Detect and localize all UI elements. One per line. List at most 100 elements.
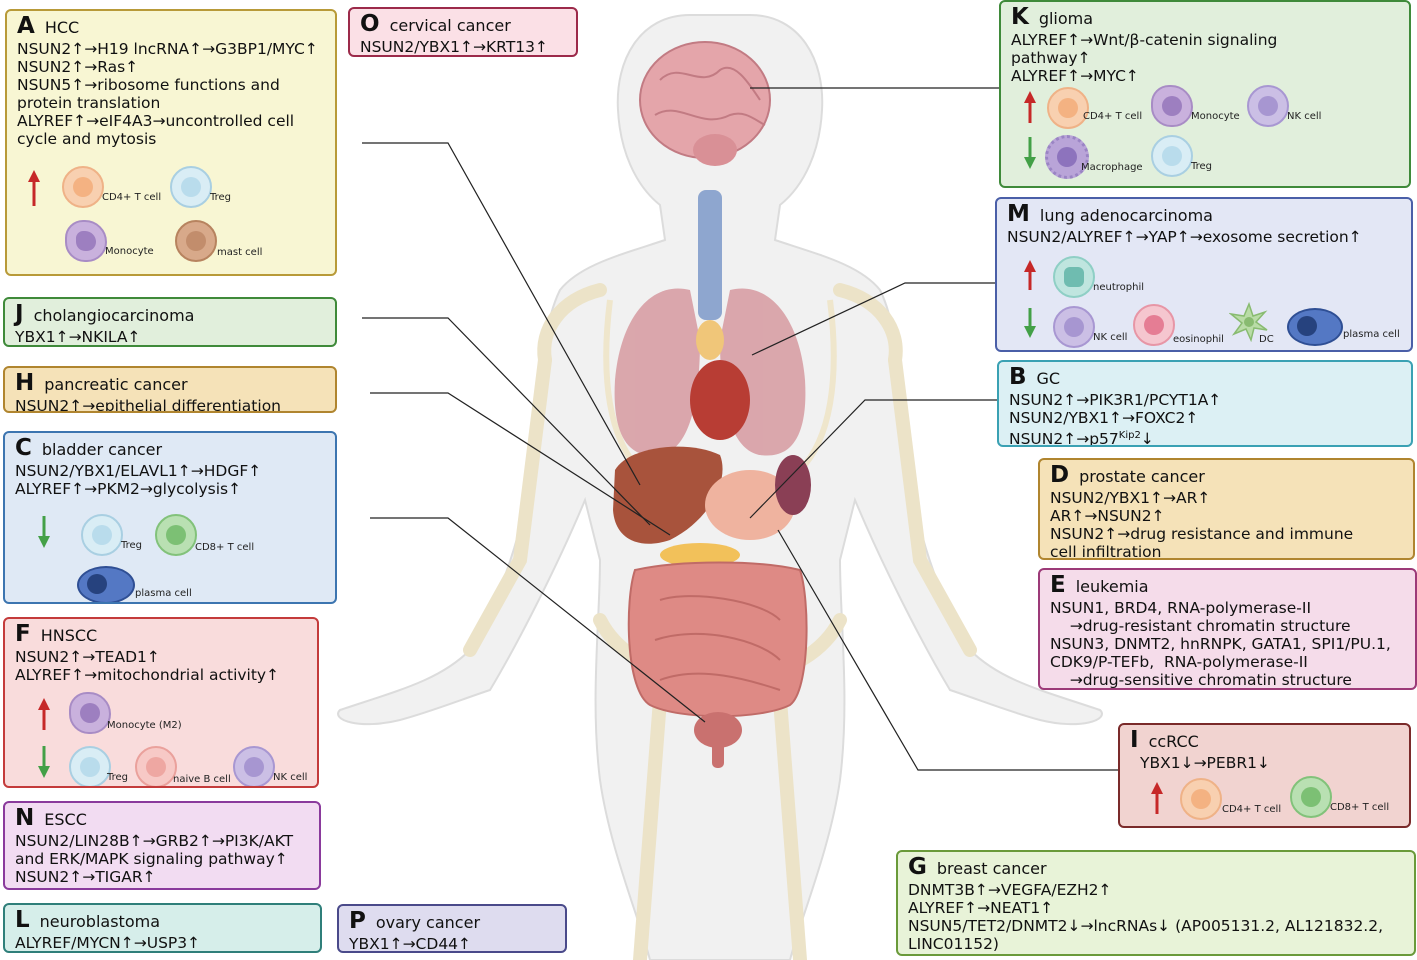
cd8-t-cell-icon — [1290, 776, 1332, 818]
panel-title: GC — [1036, 369, 1061, 388]
panel-letter: K — [1011, 4, 1029, 30]
panel-letter: E — [1050, 572, 1066, 598]
panel-letter: D — [1050, 462, 1070, 488]
macrophage-cell-icon — [1045, 135, 1089, 179]
panel-title: neuroblastoma — [39, 912, 160, 931]
nk-cell-icon — [233, 746, 275, 786]
panel-line: NSUN2/YBX1↑→AR↑ — [1050, 489, 1211, 507]
cell-label: plasma cell — [1343, 329, 1400, 340]
panel-letter: O — [360, 11, 380, 37]
panel-line: cycle and mytosis — [17, 130, 157, 148]
plasma-cell-icon — [1287, 308, 1343, 346]
pancreas — [660, 543, 740, 567]
thyroid — [696, 320, 724, 360]
panel-letter: B — [1009, 364, 1027, 390]
treg-cell-icon — [81, 514, 123, 556]
panel-title: pancreatic cancer — [44, 375, 188, 394]
cd4-t-cell-icon — [1047, 87, 1089, 129]
panel-line: NSUN2↑→epithelial differentiation — [15, 397, 281, 413]
panel-letter: L — [15, 907, 30, 933]
panel-line: NSUN2↑→TEAD1↑ — [15, 648, 160, 666]
cell-label: eosinophil — [1173, 334, 1224, 345]
panel-letter: A — [17, 13, 35, 39]
cell-label: CD8+ T cell — [1330, 802, 1390, 813]
up-arrow-icon — [38, 698, 50, 730]
panel-line: →drug-sensitive chromatin structure — [1050, 671, 1352, 689]
dendritic-cell-icon — [1229, 302, 1268, 342]
down-arrow-icon — [38, 516, 50, 548]
panel-line: NSUN2/ALYREF↑→YAP↑→exosome secretion↑ — [1007, 228, 1362, 246]
panel-line: NSUN2/YBX1/ELAVL1↑→HDGF↑ — [15, 462, 262, 480]
panel-line: NSUN1, BRD4, RNA-polymerase-II — [1050, 599, 1312, 617]
bladder — [694, 712, 742, 768]
panel-line: YBX1↑→CD44↑ — [349, 935, 472, 953]
cell-label: Monocyte — [105, 246, 154, 257]
connector-lines — [362, 87, 1118, 771]
nk-cell-icon — [1247, 85, 1289, 127]
cell-label: naive B cell — [173, 774, 231, 785]
skeleton — [463, 283, 977, 960]
cell-label: CD4+ T cell — [1083, 111, 1143, 122]
panel-line: CDK9/P-TEFb, RNA-polymerase-II — [1050, 653, 1308, 671]
cell-label: neutrophil — [1093, 282, 1145, 293]
panel-line-p57: NSUN2↑→p57Kip2↓ — [1009, 427, 1403, 447]
panel-letter: F — [15, 621, 31, 647]
panel-letter: J — [15, 301, 24, 327]
liver — [613, 446, 723, 544]
cell-label: plasma cell — [135, 588, 192, 599]
mast-cell-icon — [175, 220, 217, 262]
panel-line: NSUN2/YBX1↑→FOXC2↑ — [1009, 409, 1199, 427]
cell-label: CD8+ T cell — [195, 542, 255, 553]
cell-label: NK cell — [1287, 111, 1322, 122]
panel-title: ovary cancer — [375, 913, 481, 932]
nk-cell-icon — [1053, 306, 1095, 348]
p57-suffix: ↓ — [1140, 430, 1154, 447]
panel-letter: C — [15, 435, 32, 461]
panel-title: ESCC — [44, 810, 87, 829]
panel-line: AR↑→NSUN2↑ — [1050, 507, 1165, 525]
panel-line: YBX1↓→PEBR1↓ — [1140, 754, 1270, 772]
panel-line: pathway↑ — [1011, 49, 1091, 67]
spleen — [775, 455, 811, 515]
cell-label: NK cell — [273, 772, 308, 783]
panel-line: NSUN5/TET2/DNMT2↓→lncRNAs↓ (AP005131.2, … — [908, 917, 1384, 935]
panel-letter: G — [908, 854, 927, 880]
cell-label: Treg — [210, 192, 232, 203]
panel-letter: I — [1130, 727, 1139, 753]
panel-line: ALYREF↑→NEAT1↑ — [908, 899, 1054, 917]
panel-line: NSUN2/YBX1↑→KRT13↑ — [360, 38, 548, 56]
down-arrow-icon — [1024, 137, 1036, 169]
panel-line: NSUN2↑→TIGAR↑ — [15, 868, 156, 886]
treg-cell-icon — [1151, 135, 1193, 177]
p57-superscript: Kip2 — [1118, 430, 1141, 441]
panel-line: YBX1↑→NKILA↑ — [15, 328, 141, 346]
stomach — [705, 470, 795, 540]
panel-title: glioma — [1038, 9, 1094, 28]
panel-title: cervical cancer — [389, 16, 511, 35]
cd8-t-cell-icon — [155, 514, 197, 556]
panel-line: NSUN2↑→Ras↑ — [17, 58, 139, 76]
panel-letter: H — [15, 370, 35, 396]
cell-label: mast cell — [217, 247, 263, 258]
panel-title: breast cancer — [936, 859, 1047, 878]
cell-label: Treg — [107, 772, 129, 783]
trachea — [698, 190, 722, 320]
cd4-t-cell-icon — [62, 166, 104, 208]
cell-label: Monocyte (M2) — [107, 720, 182, 731]
panel-title: HCC — [44, 18, 80, 37]
treg-cell-icon — [170, 166, 212, 208]
panel-letter: N — [15, 805, 35, 831]
panel-line: cell infiltration — [1050, 543, 1162, 560]
plasma-cell-icon — [77, 566, 135, 602]
